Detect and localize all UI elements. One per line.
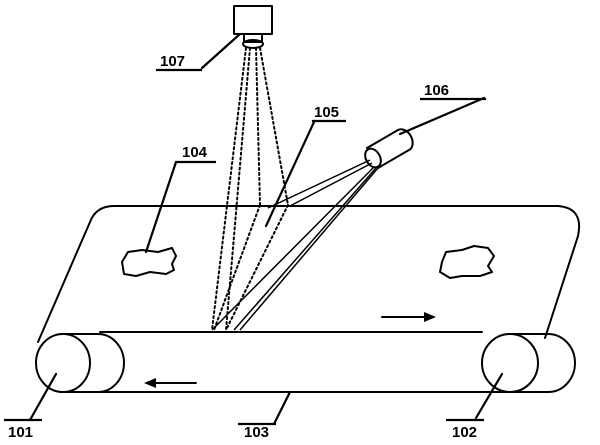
- roller-right: [481, 333, 576, 393]
- label-107: 107: [156, 53, 202, 72]
- object-right: [439, 245, 495, 279]
- svg-text:106: 106: [424, 82, 449, 99]
- label-101: 101: [4, 418, 42, 441]
- leader-103: [272, 390, 292, 426]
- arrow-right: [381, 312, 436, 322]
- roller-left: [35, 333, 125, 393]
- leader-101: [28, 372, 58, 422]
- camera: [233, 5, 273, 49]
- svg-text:107: 107: [160, 53, 185, 70]
- leader-102: [474, 372, 504, 420]
- label-104: 104: [176, 144, 216, 164]
- label-103: 103: [238, 422, 276, 441]
- arrow-left: [144, 378, 197, 388]
- leader-106: [398, 96, 486, 136]
- leader-104: [144, 160, 178, 254]
- laser-light-plane: [211, 159, 379, 331]
- svg-text:104: 104: [182, 144, 208, 161]
- svg-text:105: 105: [314, 104, 339, 121]
- object-left: [121, 247, 177, 277]
- label-102: 102: [446, 418, 484, 441]
- leader-105: [264, 120, 316, 228]
- svg-text:103: 103: [244, 424, 269, 441]
- leader-107: [200, 32, 242, 70]
- camera-field-of-view: [211, 47, 289, 331]
- label-105: 105: [312, 104, 346, 123]
- svg-text:101: 101: [8, 424, 33, 441]
- svg-text:102: 102: [452, 424, 477, 441]
- label-106: 106: [420, 82, 486, 101]
